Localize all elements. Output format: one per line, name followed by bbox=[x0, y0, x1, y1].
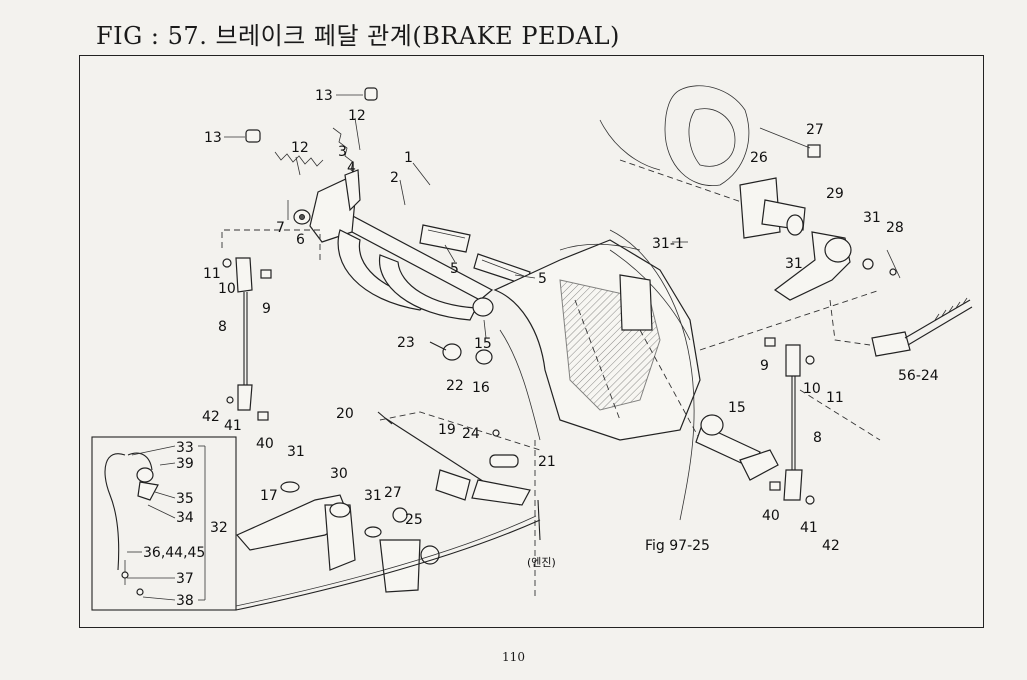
callout-15b: 15 bbox=[728, 400, 746, 416]
callout-labels: 13 12 13 12 3 1 2 4 7 6 5 5 11 10 9 8 23… bbox=[143, 88, 939, 609]
callout-10a: 10 bbox=[218, 281, 236, 297]
callout-56-24: 56-24 bbox=[898, 368, 939, 384]
callout-2: 2 bbox=[390, 170, 399, 186]
callout-31b: 31 bbox=[364, 488, 382, 504]
callout-40b: 40 bbox=[762, 508, 780, 524]
callout-9b: 9 bbox=[760, 358, 769, 374]
callout-42b: 42 bbox=[822, 538, 840, 554]
callout-34: 34 bbox=[176, 510, 194, 526]
callout-21: 21 bbox=[538, 454, 556, 470]
page-title: FIG : 57. 브레이크 페달 관계(BRAKE PEDAL) bbox=[96, 22, 620, 50]
lower-arm-assembly bbox=[236, 481, 440, 593]
callout-24: 24 bbox=[462, 426, 480, 442]
callout-4: 4 bbox=[347, 160, 356, 176]
callout-12a: 12 bbox=[348, 108, 366, 124]
figure-reference: Fig 97-25 bbox=[645, 538, 710, 554]
callout-25: 25 bbox=[405, 512, 423, 528]
callout-7: 7 bbox=[276, 220, 285, 236]
callout-5b: 5 bbox=[538, 271, 547, 287]
callout-39: 39 bbox=[176, 456, 194, 472]
callout-1: 1 bbox=[404, 150, 413, 166]
callout-10b: 10 bbox=[803, 381, 821, 397]
callout-12b: 12 bbox=[291, 140, 309, 156]
callout-26: 26 bbox=[750, 150, 768, 166]
pedal-assembly bbox=[245, 87, 531, 365]
diagram-frame bbox=[79, 55, 984, 628]
callout-40a: 40 bbox=[256, 436, 274, 452]
left-rod-assembly bbox=[221, 229, 321, 421]
leader-lines bbox=[224, 94, 811, 339]
middle-linkage bbox=[377, 341, 541, 600]
chassis-body bbox=[493, 229, 779, 521]
callout-19: 19 bbox=[438, 422, 456, 438]
callout-13a: 13 bbox=[315, 88, 333, 104]
callout-31a: 31 bbox=[287, 444, 305, 460]
callout-17: 17 bbox=[260, 488, 278, 504]
callout-16: 16 bbox=[472, 380, 490, 396]
callout-11a: 11 bbox=[203, 266, 221, 282]
page-number: 110 bbox=[502, 650, 525, 664]
callout-6: 6 bbox=[296, 232, 305, 248]
callout-20: 20 bbox=[336, 406, 354, 422]
callout-31d: 31 bbox=[785, 256, 803, 272]
callout-41b: 41 bbox=[800, 520, 818, 536]
callout-28: 28 bbox=[886, 220, 904, 236]
callout-30: 30 bbox=[330, 466, 348, 482]
callout-31c: 31 bbox=[863, 210, 881, 226]
callout-38: 38 bbox=[176, 593, 194, 609]
callout-37: 37 bbox=[176, 571, 194, 587]
callout-15a: 15 bbox=[474, 336, 492, 352]
callout-27b: 27 bbox=[806, 122, 824, 138]
callout-27a: 27 bbox=[384, 485, 402, 501]
inset-box bbox=[91, 436, 541, 611]
callout-32: 32 bbox=[210, 520, 228, 536]
callout-42a: 42 bbox=[202, 409, 220, 425]
callout-22: 22 bbox=[446, 378, 464, 394]
engine-note: (엔진) bbox=[527, 556, 556, 569]
callout-35: 35 bbox=[176, 491, 194, 507]
callout-29: 29 bbox=[826, 186, 844, 202]
callout-33: 33 bbox=[176, 440, 194, 456]
callout-36-44-45: 36,44,45 bbox=[143, 545, 205, 561]
right-rod-assembly bbox=[764, 337, 881, 505]
callout-8a: 8 bbox=[218, 319, 227, 335]
callout-31e: 31-1 bbox=[652, 236, 684, 252]
callout-8b: 8 bbox=[813, 430, 822, 446]
upper-right-assembly bbox=[599, 85, 973, 357]
callout-13b: 13 bbox=[204, 130, 222, 146]
callout-9a: 9 bbox=[262, 301, 271, 317]
callout-11b: 11 bbox=[826, 390, 844, 406]
callout-41a: 41 bbox=[224, 418, 242, 434]
callout-23: 23 bbox=[397, 335, 415, 351]
callout-3: 3 bbox=[338, 144, 347, 160]
callout-5a: 5 bbox=[450, 261, 459, 277]
